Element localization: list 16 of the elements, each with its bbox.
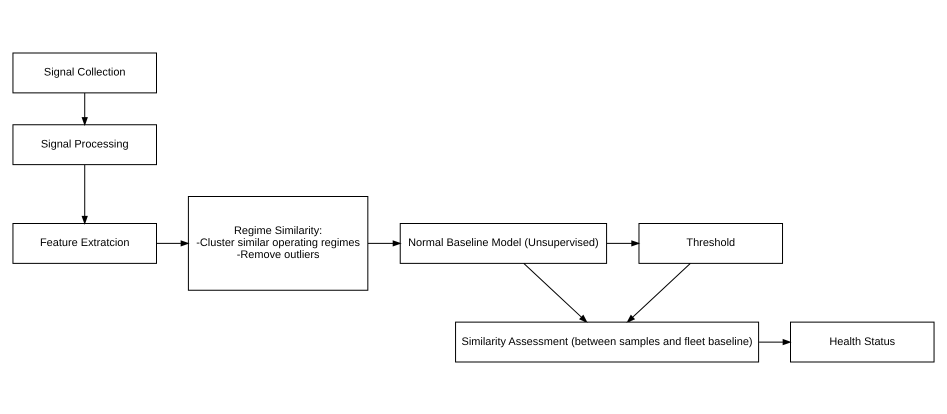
node-box: Signal Processing [12, 124, 157, 165]
arrow [82, 92, 88, 126]
arrow [82, 164, 88, 224]
arrow [606, 240, 640, 246]
arrow [367, 240, 402, 246]
node-box: Similarity Assessment (between samples and fleet baseline) [455, 321, 760, 362]
node-box: Normal Baseline Model (Unsupervised) [400, 222, 608, 264]
arrow [523, 262, 588, 323]
arrow [626, 262, 691, 323]
node-box: Health Status [790, 321, 935, 362]
node-box: Signal Collection [12, 52, 157, 93]
node-box: Feature Extratcion [12, 222, 157, 264]
arrow [156, 240, 190, 246]
arrow [758, 338, 792, 345]
node-box: Threshold [638, 222, 784, 264]
node-box: Regime Similarity: -Cluster similar operating regimes -Remove outliers [188, 196, 368, 290]
